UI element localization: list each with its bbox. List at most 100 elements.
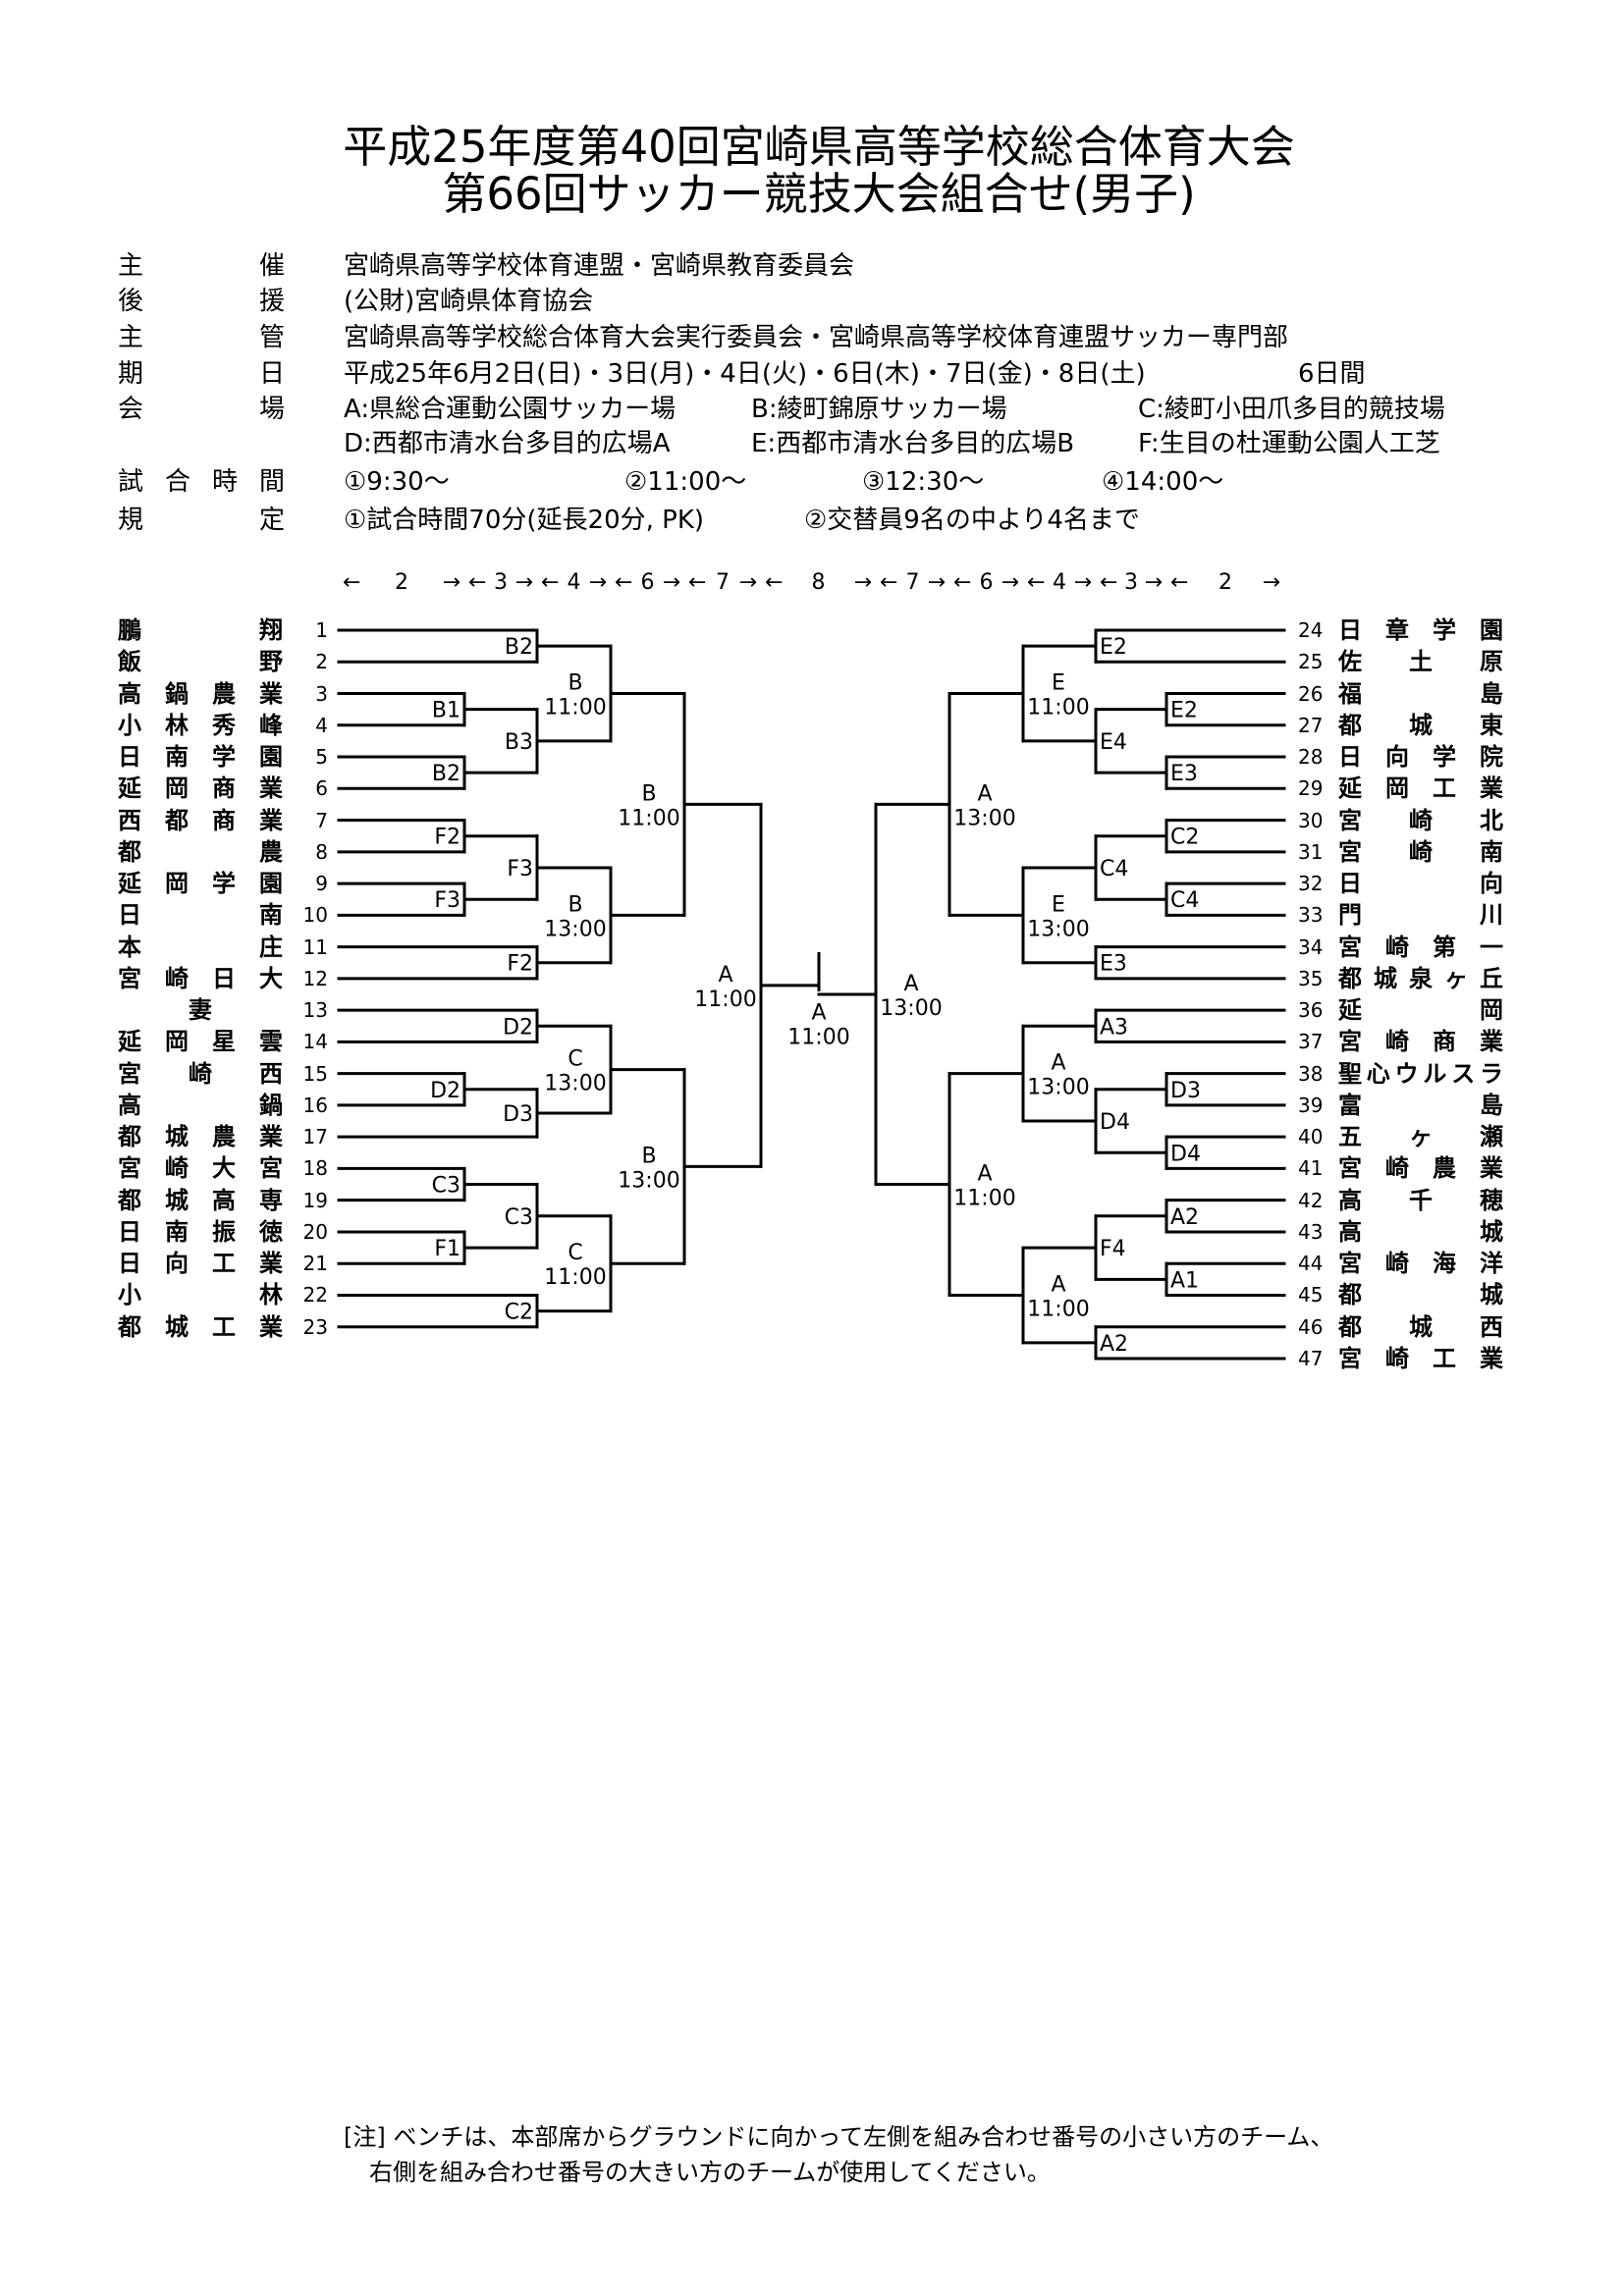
match-time: 11:00 [544,1265,606,1290]
day-arrow: ←4→ [541,570,607,595]
team-name: 富島 [1338,1091,1503,1119]
team-name: 門川 [1338,901,1503,930]
team-number: 17 [302,1125,328,1149]
match-time: 13:00 [618,1168,679,1193]
time-4: ④14:00～ [1102,467,1224,497]
time-1: ①9:30～ [344,467,450,497]
team-number: 46 [1298,1314,1324,1339]
team-name: 日向工業 [118,1250,283,1278]
match-label: F1 [434,1237,460,1261]
rule-2: ②交替員9名の中より4名まで [804,506,1140,535]
team-name: 高城 [1338,1217,1503,1246]
match-venue: A [903,972,918,996]
match-time: 13:00 [953,806,1015,830]
team-name: 日向 [1338,870,1503,898]
team-number: 3 [315,681,328,706]
match-time: 11:00 [544,696,606,721]
dates-value: 平成25年6月2日(日)・3日(月)・4日(火)・6日(木)・7日(金)・8日(… [344,359,1146,389]
team-number: 40 [1298,1125,1324,1149]
venue-label: 会場 [118,395,285,424]
team-number: 21 [302,1252,328,1276]
match-label: C2 [1170,826,1199,850]
match-venue: B [641,1144,656,1168]
team-number: 8 [315,839,328,864]
time-3: ③12:30～ [862,467,985,497]
team-number: 31 [1298,839,1324,864]
match-label: E3 [1100,952,1127,977]
team-number: 28 [1298,745,1324,770]
match-venue: A [977,781,992,806]
day-arrow: ←6→ [953,570,1019,595]
team-name: 日南学園 [118,743,283,772]
team-number: 41 [1298,1156,1324,1181]
team-number: 20 [302,1219,328,1244]
team-number: 23 [302,1314,328,1339]
match-time: 13:00 [544,1072,606,1096]
team-name: 宮崎第一 [1338,933,1503,961]
match-label: D3 [503,1102,533,1127]
day-arrow: ←7→ [880,570,946,595]
team-number: 25 [1298,650,1324,674]
team-number: 16 [302,1093,328,1117]
manager-value: 宮崎県高等学校総合体育大会実行委員会・宮崎県高等学校体育連盟サッカー専門部 [344,323,1289,352]
match-label: A1 [1170,1268,1199,1293]
team-number: 47 [1298,1346,1324,1370]
team-name: 宮崎北 [1338,806,1503,834]
match-label: C2 [505,1301,533,1325]
times-label: 試合時間 [118,467,285,497]
team-name: 都城西 [1338,1312,1503,1341]
match-label: C3 [432,1174,460,1199]
team-number: 24 [1298,618,1324,642]
match-label: D4 [1170,1142,1201,1166]
team-number: 32 [1298,872,1324,896]
team-number: 37 [1298,1030,1324,1054]
support-label: 後援 [118,287,285,316]
match-label: E4 [1100,730,1127,755]
team-name: 高千穂 [1338,1186,1503,1214]
day-arrow: ← 2 → [1170,570,1280,595]
team-name: 延岡学園 [118,870,283,898]
venue-b: B:綾町錦原サッカー場 [751,395,1007,424]
team-name: 高鍋 [118,1091,283,1119]
match-time: 13:00 [880,996,942,1021]
venue-d: D:西都市清水台多目的広場A [344,429,671,458]
match-label: B3 [505,730,533,755]
team-number: 36 [1298,998,1324,1023]
team-number: 9 [315,872,328,896]
venue-c: C:綾町小田爪多目的競技場 [1138,395,1445,424]
match-venue: B [641,781,656,806]
sponsor-label: 主催 [118,251,285,281]
match-label: C4 [1170,888,1199,913]
match-label: F4 [1100,1237,1126,1261]
team-name: 聖心ウルスラ [1338,1059,1503,1088]
match-label: B2 [432,762,460,786]
time-2: ②11:00～ [624,467,747,497]
match-time: 11:00 [953,1187,1015,1211]
team-number: 13 [302,998,328,1023]
match-time: 11:00 [694,988,756,1012]
team-name: 都農 [118,837,283,866]
team-name: 宮崎西 [118,1059,283,1088]
match-label: D4 [1100,1110,1130,1135]
team-number: 12 [302,966,328,990]
day-arrow: ←3→ [468,570,533,595]
team-name: 延岡星雲 [118,1028,283,1056]
team-name: 小林 [118,1281,283,1309]
team-name: 飯野 [118,648,283,676]
page-title: 平成25年度第40回宮崎県高等学校総合体育大会 [343,121,1295,173]
match-label: B2 [505,635,533,660]
team-name: 延岡 [1338,996,1503,1025]
note-line-2: 右側を組み合わせ番号の大きい方のチームが使用してください。 [369,2159,1051,2186]
match-time: 11:00 [1027,1297,1089,1321]
page-subtitle: 第66回サッカー競技大会組合せ(男子) [442,168,1196,220]
day-arrow: ← 8 → [765,570,872,595]
match-label: A3 [1100,1015,1128,1040]
venue-a: A:県総合運動公園サッカー場 [344,395,677,424]
team-name: 宮崎海洋 [1338,1250,1503,1278]
team-number: 15 [302,1061,328,1086]
team-number: 19 [302,1188,328,1212]
match-time: 11:00 [618,806,679,830]
day-arrow: ←4→ [1027,570,1092,595]
match-venue: B [568,671,582,696]
